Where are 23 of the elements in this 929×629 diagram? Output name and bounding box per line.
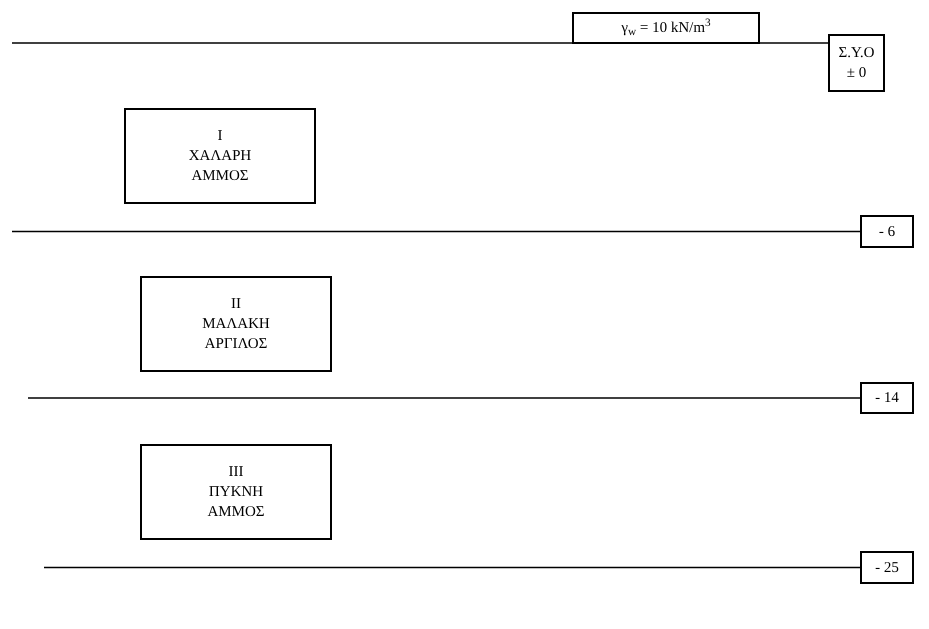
box-label: ΧΑΛΑΡΗ ΑΜΜΟΣ [188, 147, 252, 186]
box-label: ± 0 [846, 64, 866, 83]
box-label: Σ.Υ.Ο [838, 44, 875, 63]
elevation-box [860, 215, 914, 248]
box-label: ΠΥΚΝΗ ΑΜΜΟΣ [206, 483, 266, 522]
box-label: - 6 [878, 222, 896, 242]
layer-number: III [228, 463, 244, 482]
box-label: - 25 [875, 558, 899, 578]
soil-layer-box [124, 108, 316, 204]
box-label: - 14 [875, 389, 899, 408]
soil-layer-box [140, 276, 332, 372]
elevation-box [860, 551, 914, 584]
ground-level-line [28, 397, 860, 399]
elevation-box [828, 34, 885, 92]
layer-number: II [231, 295, 241, 314]
ground-level-line [12, 230, 860, 232]
ground-level-line [44, 566, 860, 568]
box-label: ΜΑΛΑΚΗ ΑΡΓΙΛΟΣ [201, 315, 271, 354]
soil-layer-box [140, 444, 332, 540]
layer-number: I [218, 127, 222, 146]
box-label: γ$_{w}$ = 10 kN/m$^{3}$ [621, 18, 711, 38]
elevation-box [860, 382, 914, 414]
unit-weight-box [572, 12, 760, 44]
